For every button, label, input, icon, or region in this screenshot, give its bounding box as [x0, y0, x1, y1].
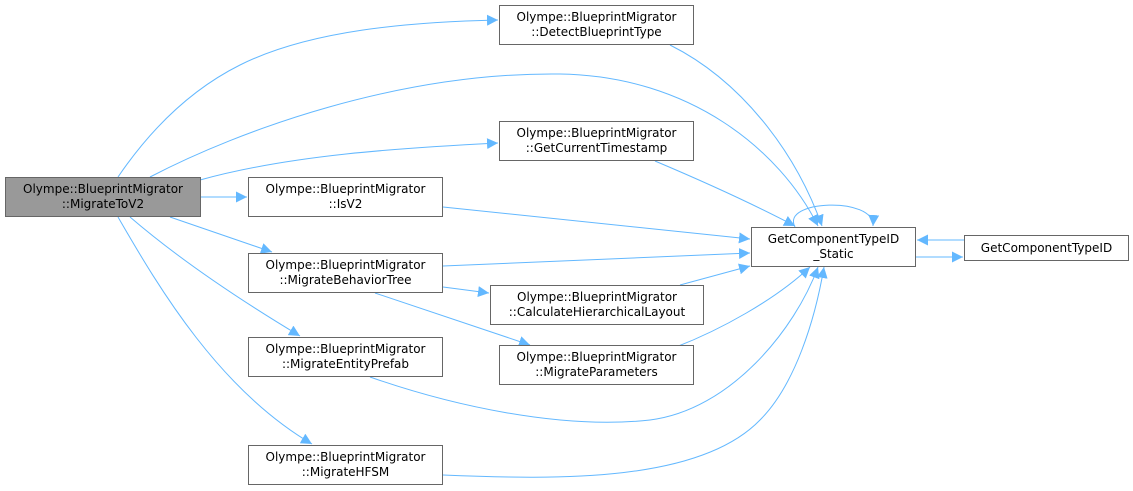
node-migrate-entity-prefab[interactable]: Olympe::BlueprintMigrator ::MigrateEntit… [248, 337, 443, 377]
edge-prefab-static [369, 266, 820, 423]
edge-root-timestamp [199, 138, 499, 181]
node-label: ::CalculateHierarchicalLayout [508, 305, 686, 319]
node-label: Olympe::BlueprintMigrator [265, 258, 426, 272]
node-label: _Static [813, 247, 854, 261]
node-migrate-parameters[interactable]: Olympe::BlueprintMigrator ::MigrateParam… [499, 345, 694, 385]
edge-behavior-layout [442, 286, 490, 298]
node-detect-blueprint-type[interactable]: Olympe::BlueprintMigrator ::DetectBluepr… [499, 5, 694, 45]
node-get-component-type-id[interactable]: GetComponentTypeID [964, 235, 1129, 261]
edge-layout-static [679, 263, 751, 286]
edge-hfsm-static [442, 266, 828, 478]
node-migrate-behavior-tree[interactable]: Olympe::BlueprintMigrator ::MigrateBehav… [248, 253, 443, 293]
node-label: Olympe::BlueprintMigrator [265, 182, 426, 196]
node-label: Olympe::BlueprintMigrator [516, 126, 677, 140]
node-label: Olympe::BlueprintMigrator [265, 450, 426, 464]
node-is-v2[interactable]: Olympe::BlueprintMigrator ::IsV2 [248, 177, 443, 217]
node-label: GetComponentTypeID [767, 232, 900, 246]
edge-root-prefab [129, 216, 301, 337]
node-label: Olympe::BlueprintMigrator [517, 290, 677, 304]
node-get-component-type-id-static[interactable]: GetComponentTypeID _Static [751, 227, 916, 267]
node-label: ::MigrateHFSM [301, 465, 390, 479]
node-migrate-to-v2[interactable]: Olympe::BlueprintMigrator ::MigrateToV2 [5, 177, 201, 217]
node-label: Olympe::BlueprintMigrator [265, 342, 426, 356]
edge-isv2-static [442, 206, 751, 244]
edge-detect-static [669, 44, 824, 227]
node-label: ::DetectBlueprintType [531, 25, 662, 39]
node-label: ::GetCurrentTimestamp [525, 141, 668, 155]
node-label: ::MigrateToV2 [61, 197, 145, 211]
node-label: Olympe::BlueprintMigrator [516, 10, 677, 24]
edge-root-behavior [169, 216, 273, 254]
node-label: ::MigrateEntityPrefab [281, 357, 410, 371]
edge-behavior-static [442, 247, 751, 267]
node-calculate-hierarchical-layout[interactable]: Olympe::BlueprintMigrator ::CalculateHie… [490, 285, 704, 325]
node-label: GetComponentTypeID [980, 240, 1113, 255]
node-migrate-hfsm[interactable]: Olympe::BlueprintMigrator ::MigrateHFSM [248, 445, 443, 485]
edge-root-detect [117, 14, 499, 178]
edge-params-static [675, 266, 811, 348]
node-label: ::MigrateBehaviorTree [279, 273, 412, 287]
edge-root-hfsm [117, 216, 313, 445]
edge-timestamp-static [654, 160, 796, 227]
node-get-current-timestamp[interactable]: Olympe::BlueprintMigrator ::GetCurrentTi… [499, 121, 694, 161]
node-label: ::MigrateParameters [535, 365, 658, 379]
node-label: Olympe::BlueprintMigrator [516, 350, 677, 364]
edge-behavior-params [374, 292, 531, 347]
edge-root-static [149, 73, 819, 227]
node-label: Olympe::BlueprintMigrator [23, 182, 183, 196]
node-label: ::IsV2 [328, 197, 363, 211]
edge-static-self [792, 204, 880, 228]
